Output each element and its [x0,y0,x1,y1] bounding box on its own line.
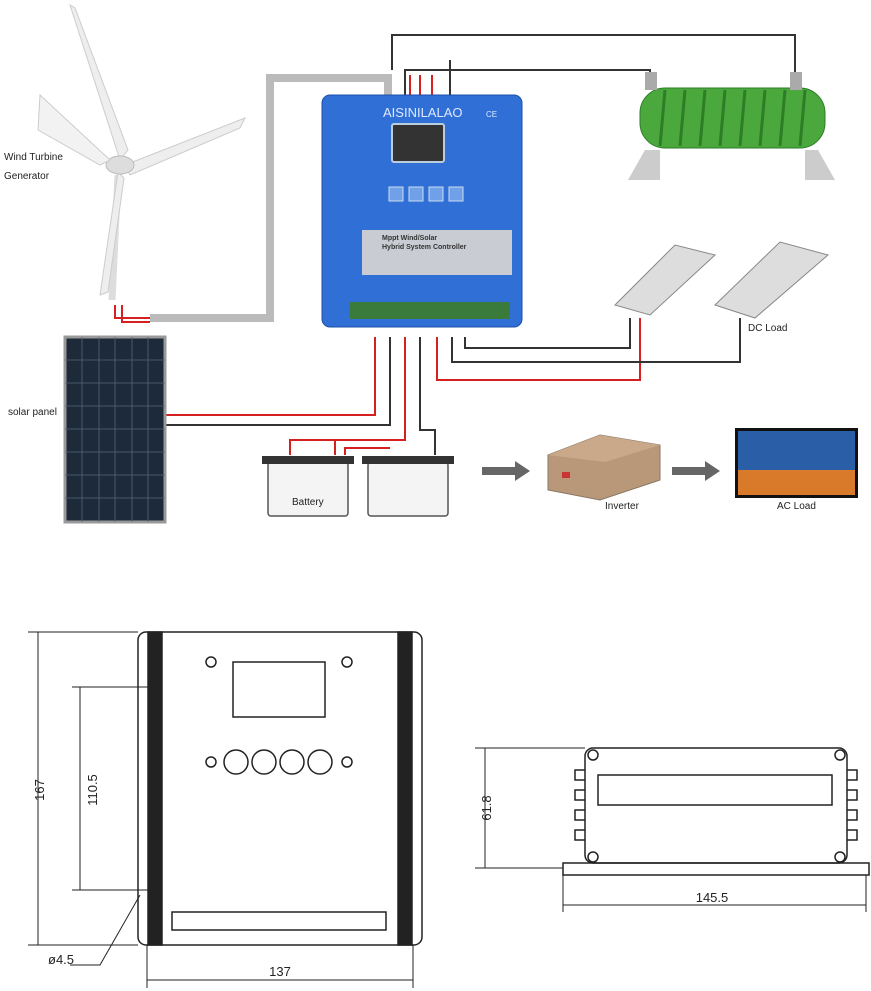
side-height-dimension: 61.8 [479,795,494,820]
controller-title: Mppt Wind/Solar Hybrid System Controller [382,235,467,251]
dump-load-resistor-image [628,72,835,180]
side-view-drawing [475,747,870,912]
ac-load-tv-image [735,428,858,498]
hole-spacing-dimension: 110.5 [85,774,100,806]
hybrid-controller [321,94,523,328]
front-view-drawing [28,631,423,988]
side-width-dimension: 145.5 [696,890,729,905]
front-width-dimension: 137 [269,964,291,979]
batteries-image [262,456,454,517]
solar-panel-image [63,335,167,524]
wires [114,34,796,455]
ac-load-label: AC Load [777,501,816,512]
battery-label: Battery [292,497,324,508]
hole-diameter-dimension: ø4.5 [48,952,74,967]
dc-load-label: DC Load [748,323,787,334]
dc-load-lamps-image [614,241,830,319]
inverter-image [547,434,661,501]
controller-brand: AISINILALAO [383,105,462,120]
wind-turbine-image [37,3,247,301]
inverter-label: Inverter [605,501,640,512]
arrow-icon [482,461,720,481]
ce-mark: CE [486,110,497,119]
wind-turbine-label: Wind Turbine Generator [4,152,66,182]
solar-panel-label: solar panel [8,407,57,418]
front-height-dimension: 167 [32,779,47,801]
